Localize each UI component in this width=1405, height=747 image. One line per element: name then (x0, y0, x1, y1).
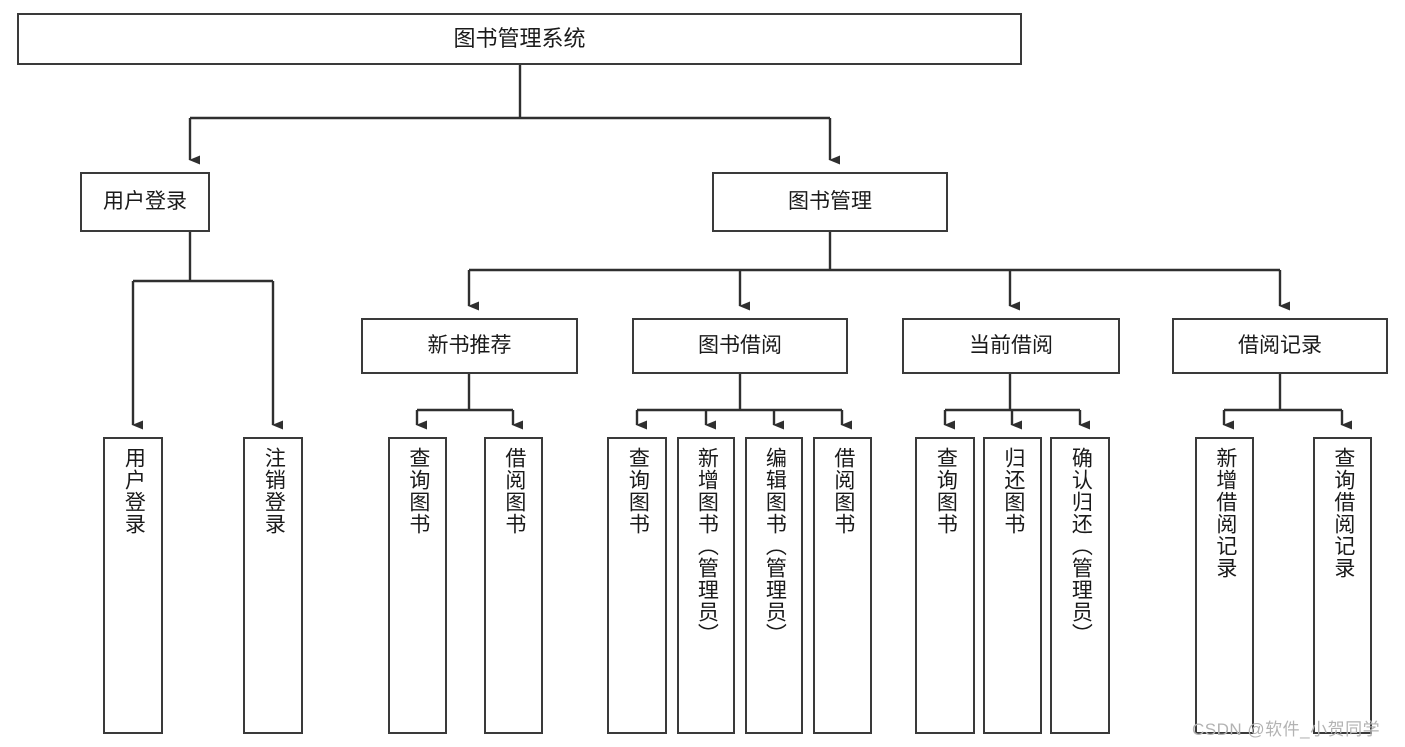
node-leaf-return-book[interactable]: 归还图书 (983, 437, 1042, 734)
node-leaf-add-book-label: 新增图书（管理员） (695, 447, 719, 645)
node-leaf-query-book-3-label: 查询图书 (934, 447, 958, 535)
node-leaf-query-book-2[interactable]: 查询图书 (607, 437, 667, 734)
node-leaf-query-record[interactable]: 查询借阅记录 (1313, 437, 1372, 734)
node-current-borrow[interactable]: 当前借阅 (902, 318, 1120, 374)
node-leaf-borrow-book-1-label: 借阅图书 (502, 447, 526, 535)
node-leaf-edit-book-label: 编辑图书（管理员） (763, 447, 787, 645)
node-book-borrow-label: 图书借阅 (698, 334, 782, 358)
node-borrow-record-label: 借阅记录 (1238, 334, 1322, 358)
node-book-manage-label: 图书管理 (788, 190, 872, 214)
node-leaf-add-record[interactable]: 新增借阅记录 (1195, 437, 1254, 734)
node-borrow-record[interactable]: 借阅记录 (1172, 318, 1388, 374)
node-new-book-recommend-label: 新书推荐 (427, 334, 512, 358)
node-book-borrow[interactable]: 图书借阅 (632, 318, 848, 374)
node-leaf-edit-book[interactable]: 编辑图书（管理员） (745, 437, 803, 734)
csdn-watermark: CSDN @软件_小贺同学 (1192, 720, 1381, 739)
node-root-label: 图书管理系统 (453, 25, 586, 51)
node-leaf-user-logout[interactable]: 注销登录 (243, 437, 303, 734)
node-leaf-query-book-3[interactable]: 查询图书 (915, 437, 975, 734)
node-leaf-add-record-label: 新增借阅记录 (1213, 447, 1237, 579)
node-user-login[interactable]: 用户登录 (80, 172, 210, 232)
node-new-book-recommend[interactable]: 新书推荐 (361, 318, 578, 374)
node-leaf-confirm-return[interactable]: 确认归还（管理员） (1050, 437, 1110, 734)
node-leaf-borrow-book-2-label: 借阅图书 (831, 447, 855, 535)
node-leaf-query-book-2-label: 查询图书 (626, 447, 650, 535)
node-leaf-user-login[interactable]: 用户登录 (103, 437, 163, 734)
node-leaf-confirm-return-label: 确认归还（管理员） (1069, 447, 1093, 645)
node-leaf-borrow-book-1[interactable]: 借阅图书 (484, 437, 543, 734)
node-leaf-query-record-label: 查询借阅记录 (1331, 447, 1355, 579)
node-leaf-user-login-label: 用户登录 (122, 447, 146, 535)
node-leaf-user-logout-label: 注销登录 (262, 447, 286, 535)
node-book-manage[interactable]: 图书管理 (712, 172, 948, 232)
node-user-login-label: 用户登录 (103, 190, 187, 214)
node-root[interactable]: 图书管理系统 (17, 13, 1022, 65)
node-leaf-add-book[interactable]: 新增图书（管理员） (677, 437, 735, 734)
node-current-borrow-label: 当前借阅 (969, 334, 1053, 358)
node-leaf-query-book-1-label: 查询图书 (406, 447, 430, 535)
node-leaf-borrow-book-2[interactable]: 借阅图书 (813, 437, 872, 734)
node-leaf-return-book-label: 归还图书 (1001, 447, 1025, 535)
node-leaf-query-book-1[interactable]: 查询图书 (388, 437, 447, 734)
